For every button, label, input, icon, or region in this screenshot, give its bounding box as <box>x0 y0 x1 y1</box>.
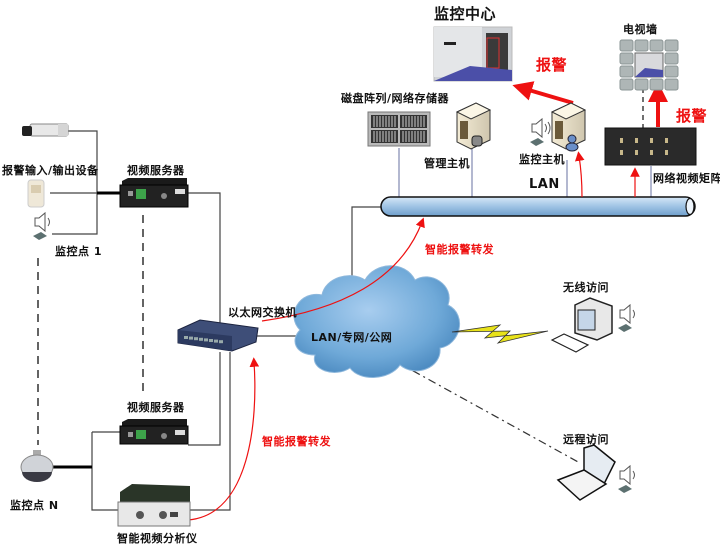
monitor-host-label: 监控主机 <box>519 153 565 166</box>
tv-screen-tile <box>664 78 679 91</box>
alarm-speaker-icon <box>33 211 50 240</box>
video-server-n-label: 视频服务器 <box>127 401 185 414</box>
forward-top-label: 智能报警转发 <box>425 243 494 256</box>
alarm-center-label: 报警 <box>536 56 568 74</box>
matrix-led <box>620 138 623 143</box>
line-vs1-switch <box>188 192 221 330</box>
matrix-led <box>650 150 653 155</box>
server-tower-icon <box>455 102 492 150</box>
tv-screen-tile <box>619 52 634 65</box>
switch-port <box>184 336 188 339</box>
switch-port <box>189 336 193 340</box>
point-n-label: 监控点 N <box>10 499 59 512</box>
speaker-icon <box>530 117 551 146</box>
switch-label: 以太网交换机 <box>228 306 297 319</box>
line-switch-analyzer <box>188 352 231 511</box>
disk-array-label: 磁盘阵列/网络存储器 <box>341 92 450 105</box>
tv-screen-tile <box>664 39 679 52</box>
alarm-arrow-center <box>512 81 574 105</box>
switch-icon <box>177 319 259 352</box>
lan-pipe <box>380 196 696 217</box>
pir-sensor-icon <box>27 179 45 208</box>
switch-port <box>194 337 198 341</box>
switch-port <box>219 340 223 344</box>
alarm-io-label: 报警输入/输出设备 <box>2 164 99 177</box>
switch-port <box>214 339 218 343</box>
tv-screen-tile <box>634 78 649 91</box>
matrix-led <box>635 138 638 143</box>
remote-access-label: 远程访问 <box>563 433 609 446</box>
line-dome-branch <box>91 432 120 511</box>
lan-label: LAN <box>529 177 560 192</box>
alarm-tvwall-label: 报警 <box>676 107 708 125</box>
tv-screen-tile <box>664 52 679 65</box>
tv-wall-label: 电视墙 <box>623 23 658 36</box>
tv-screen-tile <box>649 39 664 52</box>
laptop-icon <box>556 444 616 501</box>
dome-camera-icon <box>20 450 54 482</box>
tv-screen-tile <box>649 78 664 91</box>
video-server-1-label: 视频服务器 <box>127 164 185 177</box>
line-switch-vsn <box>188 352 221 446</box>
video-matrix-label: 网络视频矩阵 <box>653 172 720 185</box>
alarm-forward-top <box>261 217 425 322</box>
matrix-led <box>635 150 638 155</box>
box-camera-icon <box>22 123 69 137</box>
mgmt-host-label: 管理主机 <box>424 157 470 170</box>
alarm-up-host <box>575 151 585 198</box>
matrix-led <box>665 150 668 155</box>
disk-array-icon <box>367 111 431 147</box>
wireless-access-label: 无线访问 <box>563 281 609 294</box>
video-server-1-icon <box>119 178 189 208</box>
video-server-n-icon <box>119 419 189 445</box>
monitor-center-label: 监控中心 <box>434 5 497 23</box>
tv-screen-tile <box>619 65 634 78</box>
analyzer-icon <box>117 484 191 527</box>
forward-bottom-label: 智能报警转发 <box>262 435 331 448</box>
matrix-led <box>665 138 668 143</box>
switch-port <box>199 337 203 341</box>
tv-screen-tile <box>634 39 649 52</box>
remote-speaker-icon <box>618 464 635 493</box>
cloud-icon <box>293 265 460 378</box>
tv-screen-tile <box>619 39 634 52</box>
dashed-links <box>37 79 644 445</box>
video-matrix-icon <box>604 127 697 166</box>
switch-port <box>209 339 213 342</box>
wireless-bolt-icon <box>451 324 549 344</box>
point-1-label: 监控点 1 <box>55 245 102 258</box>
tv-screen-tile <box>664 65 679 78</box>
monitor-host-icon <box>550 102 587 152</box>
connection-lines <box>48 130 652 511</box>
tv-wall-feed-floor <box>635 68 663 77</box>
tv-wall-icon <box>619 39 679 91</box>
desktop-computer-icon <box>550 297 613 353</box>
analyzer-label: 智能视频分析仪 <box>117 532 198 545</box>
tv-screen-tile <box>619 78 634 91</box>
dashdot-cloud-remote <box>396 361 581 464</box>
alarm-forward-bottom <box>187 357 260 521</box>
matrix-led <box>650 138 653 143</box>
cloud-label: LAN/专网/公网 <box>311 331 393 344</box>
line-cloud-lan <box>351 206 384 289</box>
line-camera1 <box>52 130 98 235</box>
matrix-led <box>620 150 623 155</box>
wireless-speaker-icon <box>618 303 635 332</box>
alarm-arrows <box>187 81 668 521</box>
monitor-center-image <box>433 26 513 82</box>
switch-port <box>204 338 208 342</box>
